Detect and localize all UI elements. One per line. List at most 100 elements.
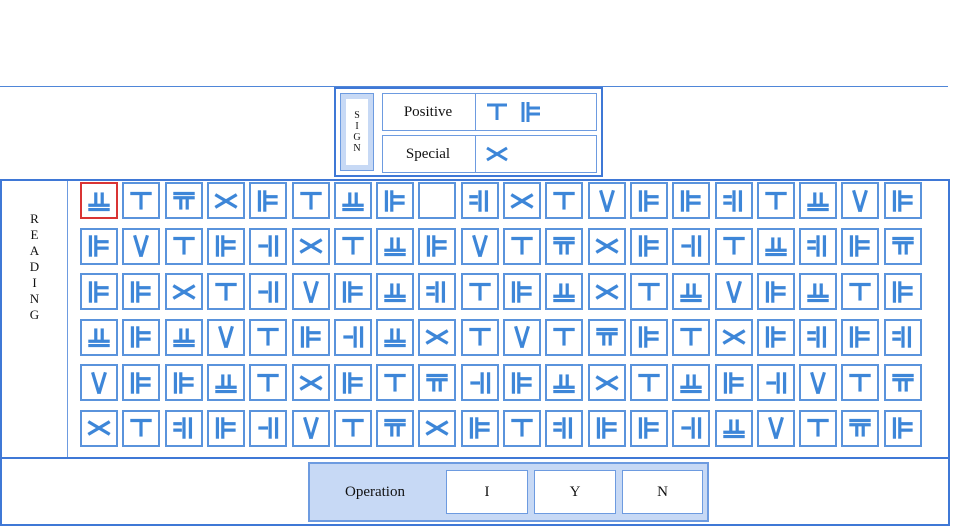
grid-cell[interactable] [841, 409, 880, 447]
grid-cell[interactable] [545, 364, 584, 401]
grid-cell[interactable] [714, 182, 753, 219]
grid-cell[interactable] [460, 227, 499, 265]
grid-cell[interactable] [249, 364, 288, 401]
grid-cell[interactable] [799, 364, 838, 401]
grid-cell[interactable] [460, 409, 499, 447]
grid-cell[interactable] [249, 273, 288, 310]
grid-cell[interactable] [164, 273, 203, 310]
grid-cell[interactable] [206, 318, 245, 356]
grid-cell[interactable] [460, 182, 499, 219]
grid-cell[interactable] [799, 318, 838, 356]
grid-cell[interactable] [418, 409, 457, 447]
grid-cell[interactable] [587, 318, 626, 356]
grid-cell[interactable] [756, 227, 795, 265]
grid-cell[interactable] [545, 273, 584, 310]
grid-cell[interactable] [80, 364, 118, 401]
grid-cell[interactable] [164, 318, 203, 356]
grid-cell[interactable] [249, 318, 288, 356]
operation-button-n[interactable]: N [622, 470, 703, 514]
operation-button-y[interactable]: Y [534, 470, 616, 514]
grid-cell[interactable] [587, 227, 626, 265]
grid-cell[interactable] [460, 364, 499, 401]
grid-cell[interactable] [672, 409, 711, 447]
grid-cell[interactable] [122, 273, 161, 310]
grid-cell[interactable] [460, 273, 499, 310]
grid-cell[interactable] [122, 409, 161, 447]
grid-cell[interactable] [291, 409, 330, 447]
grid-cell[interactable] [587, 409, 626, 447]
grid-cell[interactable] [545, 227, 584, 265]
grid-cell[interactable] [80, 273, 118, 310]
grid-cell[interactable] [672, 227, 711, 265]
grid-cell[interactable] [291, 318, 330, 356]
grid-cell[interactable] [418, 227, 457, 265]
grid-cell[interactable] [756, 364, 795, 401]
grid-cell[interactable] [883, 273, 922, 310]
grid-cell[interactable] [333, 409, 372, 447]
grid-cell[interactable] [333, 227, 372, 265]
grid-cell[interactable] [672, 273, 711, 310]
grid-cell[interactable] [672, 318, 711, 356]
grid-cell[interactable] [629, 318, 668, 356]
grid-cell[interactable] [587, 182, 626, 219]
grid-cell[interactable] [333, 182, 372, 219]
grid-cell[interactable] [841, 227, 880, 265]
grid-cell[interactable] [291, 227, 330, 265]
grid-cell[interactable] [376, 227, 415, 265]
grid-cell[interactable] [883, 364, 922, 401]
grid-cell[interactable] [164, 182, 203, 219]
grid-cell[interactable] [503, 409, 541, 447]
grid-cell[interactable] [714, 409, 753, 447]
grid-cell[interactable] [333, 318, 372, 356]
grid-cell[interactable] [545, 409, 584, 447]
grid-cell[interactable] [629, 182, 668, 219]
grid-cell[interactable] [883, 182, 922, 219]
grid-cell[interactable] [883, 318, 922, 356]
grid-cell[interactable] [80, 182, 118, 219]
grid-cell[interactable] [206, 227, 245, 265]
grid-cell[interactable] [672, 182, 711, 219]
grid-cell[interactable] [80, 227, 118, 265]
grid-cell[interactable] [291, 364, 330, 401]
grid-cell[interactable] [841, 318, 880, 356]
grid-cell[interactable] [122, 318, 161, 356]
grid-cell[interactable] [629, 273, 668, 310]
grid-cell[interactable] [122, 364, 161, 401]
grid-cell[interactable] [841, 182, 880, 219]
grid-cell[interactable] [249, 182, 288, 219]
grid-cell[interactable] [714, 227, 753, 265]
grid-cell[interactable] [629, 227, 668, 265]
grid-cell[interactable] [756, 318, 795, 356]
grid-cell[interactable] [714, 318, 753, 356]
grid-cell[interactable] [756, 273, 795, 310]
grid-cell[interactable] [756, 409, 795, 447]
grid-cell[interactable] [714, 273, 753, 310]
grid-cell[interactable] [291, 273, 330, 310]
grid-cell[interactable] [503, 364, 541, 401]
grid-cell[interactable] [799, 409, 838, 447]
grid-cell[interactable] [545, 318, 584, 356]
grid-cell[interactable] [376, 273, 415, 310]
grid-cell[interactable] [714, 364, 753, 401]
grid-cell[interactable] [333, 364, 372, 401]
grid-cell[interactable] [206, 273, 245, 310]
grid-cell[interactable] [164, 409, 203, 447]
grid-cell[interactable] [587, 273, 626, 310]
grid-cell[interactable] [841, 364, 880, 401]
grid-cell[interactable] [333, 273, 372, 310]
grid-cell[interactable] [503, 318, 541, 356]
grid-cell[interactable] [460, 318, 499, 356]
grid-cell[interactable] [376, 182, 415, 219]
grid-cell[interactable] [756, 182, 795, 219]
grid-cell[interactable] [418, 182, 457, 219]
grid-cell[interactable] [418, 273, 457, 310]
grid-cell[interactable] [672, 364, 711, 401]
grid-cell[interactable] [799, 182, 838, 219]
grid-cell[interactable] [376, 318, 415, 356]
grid-cell[interactable] [122, 227, 161, 265]
grid-cell[interactable] [164, 227, 203, 265]
grid-cell[interactable] [587, 364, 626, 401]
grid-cell[interactable] [80, 318, 118, 356]
grid-cell[interactable] [883, 227, 922, 265]
grid-cell[interactable] [249, 227, 288, 265]
